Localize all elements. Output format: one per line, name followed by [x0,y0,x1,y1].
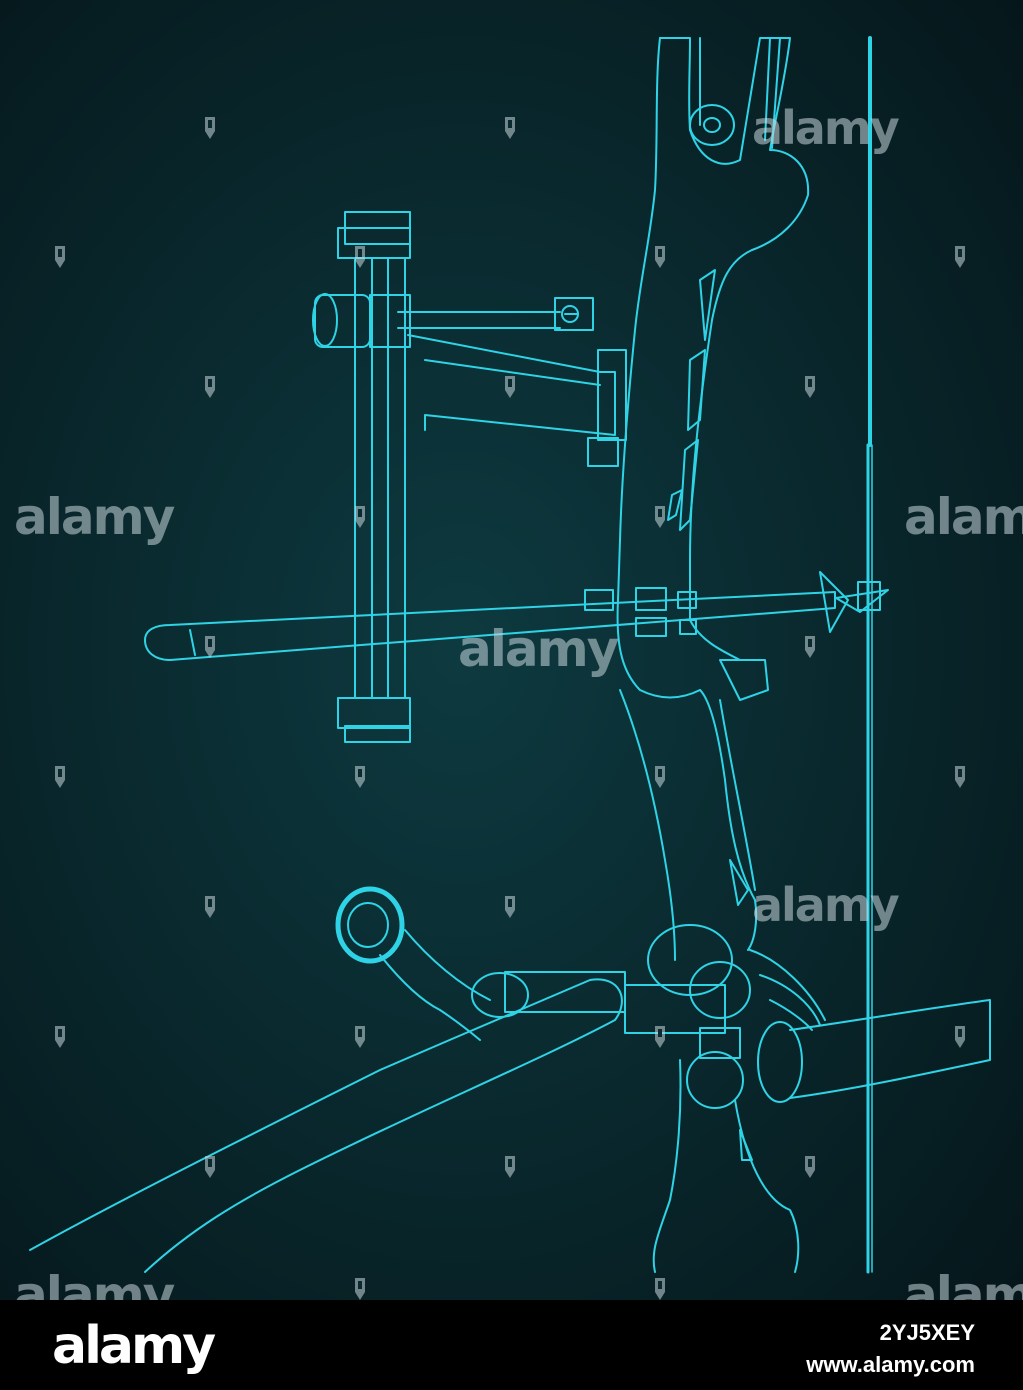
image-id: 2YJ5XEY [879,1320,975,1345]
pin-icon [353,246,367,268]
pin-icon [953,766,967,788]
pin-icon [953,1026,967,1048]
pin-icon [803,636,817,658]
pin-icon [203,117,217,139]
pin-icon [653,506,667,528]
watermark-text: alamy [14,1266,175,1300]
stabilizer [29,886,991,1273]
pin-icon [203,896,217,918]
pin-icon [353,1278,367,1300]
watermark-text: alamy [904,1266,1023,1300]
pin-icon [653,246,667,268]
pin-icon [353,1026,367,1048]
pin-icon [203,1156,217,1178]
pin-icon [53,766,67,788]
pin-icon [653,1278,667,1300]
blueprint-illustration: alamy alamy alamy alamy alamy alamy alam… [0,0,1023,1300]
watermark-text: alamy [752,878,900,932]
pin-icon [353,506,367,528]
pin-icon [203,636,217,658]
site-url[interactable]: www.alamy.com [806,1352,975,1377]
footer-bar: alamy 2YJ5XEY www.alamy.com [0,1300,1023,1390]
bow-sight [312,211,627,743]
pin-icon [53,246,67,268]
pin-icon [653,766,667,788]
watermark-text: alamy [14,488,175,546]
pin-icon [203,376,217,398]
pin-icon [503,896,517,918]
pin-icon [653,1026,667,1048]
watermark-text: alamy [752,101,900,155]
pin-icon [503,376,517,398]
pin-icon [53,1026,67,1048]
arrow [144,571,889,661]
pin-icon [503,117,517,139]
pin-icon [803,376,817,398]
blueprint-svg [0,0,1023,1300]
pin-icon [353,766,367,788]
watermark-text: alamy [904,488,1023,546]
pin-icon [503,1156,517,1178]
bow-riser [616,37,810,1273]
brand-logo[interactable]: alamy [52,1316,216,1376]
blueprint-background [0,0,1023,1300]
pin-icon [803,1156,817,1178]
pin-icon [953,246,967,268]
watermark-text: alamy [458,620,619,678]
